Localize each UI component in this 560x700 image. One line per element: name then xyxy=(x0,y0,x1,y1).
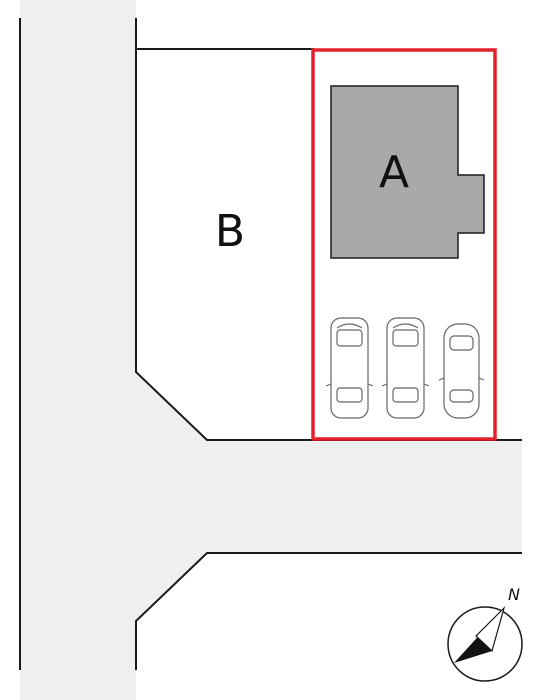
car-1 xyxy=(325,317,374,419)
car-3 xyxy=(438,323,485,419)
parking-area xyxy=(325,317,485,419)
south-road-edge xyxy=(135,552,522,670)
lot-a-highlight xyxy=(311,48,497,441)
compass-arrow-light-icon xyxy=(475,605,506,653)
lot-a-label: A xyxy=(379,147,409,198)
building-a xyxy=(330,85,485,259)
north-compass: N xyxy=(447,585,523,682)
north-label: N xyxy=(508,585,520,604)
road-vertical xyxy=(20,0,522,700)
car-2 xyxy=(381,317,430,419)
roads xyxy=(20,0,522,700)
lot-b-label: B xyxy=(215,206,245,257)
